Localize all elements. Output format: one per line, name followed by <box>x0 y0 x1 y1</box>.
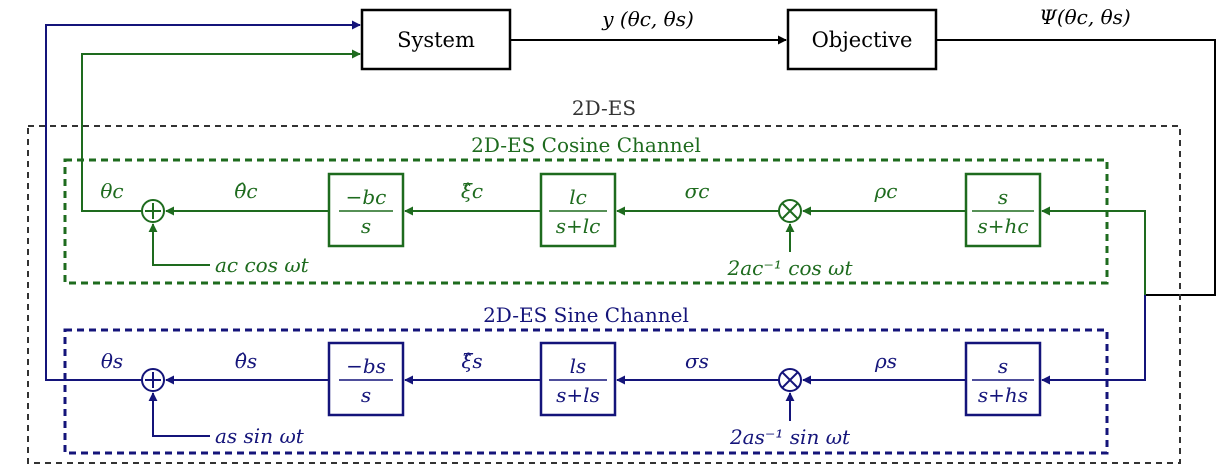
sine-thetahat-label: θ̂s <box>235 349 257 373</box>
cosine-demod-label: 2ac⁻¹ cos ωt <box>727 256 854 280</box>
sine-rho-label: ρs <box>874 349 897 373</box>
sine-xi-label: ξ̂s <box>461 349 482 373</box>
sine-theta-label: θs <box>101 349 123 373</box>
cosine-labels: 2D-ES Cosine Channel s s+hc lc s+lc −bc … <box>100 133 1028 280</box>
cosine-input-arrow <box>1041 206 1146 295</box>
cosine-lowpass-den: s+lc <box>556 214 601 238</box>
cosine-highpass-den: s+hc <box>977 214 1028 238</box>
sine-dither-label: as sin ωt <box>215 424 305 448</box>
sine-demod-label: 2as⁻¹ sin ωt <box>729 425 851 449</box>
cosine-dither-arrow <box>148 223 210 266</box>
cosine-thetahat-label: θ̂c <box>234 179 257 203</box>
objective-label: Objective <box>812 28 913 52</box>
cosine-rho-label: ρc <box>874 179 898 203</box>
cosine-highpass-num: s <box>998 185 1008 209</box>
sine-labels: 2D-ES Sine Channel s s+hs ls s+ls −bs s … <box>101 303 1028 449</box>
cosine-feedback-arrow <box>81 49 361 212</box>
sine-sigma-label: σs <box>685 349 709 373</box>
objective-output-line <box>936 39 1216 296</box>
sine-highpass-den: s+hs <box>978 383 1028 407</box>
outer-2des-frame <box>27 125 1181 464</box>
cosine-integrator-num: −bc <box>346 185 387 209</box>
cosine-integrator-den: s <box>361 214 371 238</box>
sine-lowpass-den: s+ls <box>556 383 600 407</box>
cosine-title: 2D-ES Cosine Channel <box>471 133 701 157</box>
sine-frame <box>63 328 1109 455</box>
sine-feedback-arrow <box>45 20 361 381</box>
sine-highpass-num: s <box>998 354 1008 378</box>
cosine-channel <box>63 49 1146 295</box>
sine-input-arrow <box>1041 295 1146 385</box>
cosine-dither-label: ac cos ωt <box>215 253 310 277</box>
sine-channel <box>45 20 1146 455</box>
system-label: System <box>397 28 475 52</box>
sine-integrator-den: s <box>361 383 371 407</box>
sine-lowpass-num: ls <box>570 354 587 378</box>
sine-integrator-num: −bs <box>346 354 386 378</box>
outer-2des-title: 2D-ES <box>572 96 636 120</box>
cosine-lowpass-num: lc <box>569 185 587 209</box>
sine-title: 2D-ES Sine Channel <box>483 303 689 327</box>
objective-output-label: Ψ(θc, θs) <box>1039 5 1130 29</box>
cosine-xi-label: ξ̂c <box>461 179 483 203</box>
cosine-frame <box>63 158 1109 285</box>
system-output-label: y (θc, θs) <box>601 7 694 31</box>
cosine-theta-label: θc <box>100 179 123 203</box>
cosine-sigma-label: σc <box>685 179 710 203</box>
sine-dither-arrow <box>148 392 210 437</box>
